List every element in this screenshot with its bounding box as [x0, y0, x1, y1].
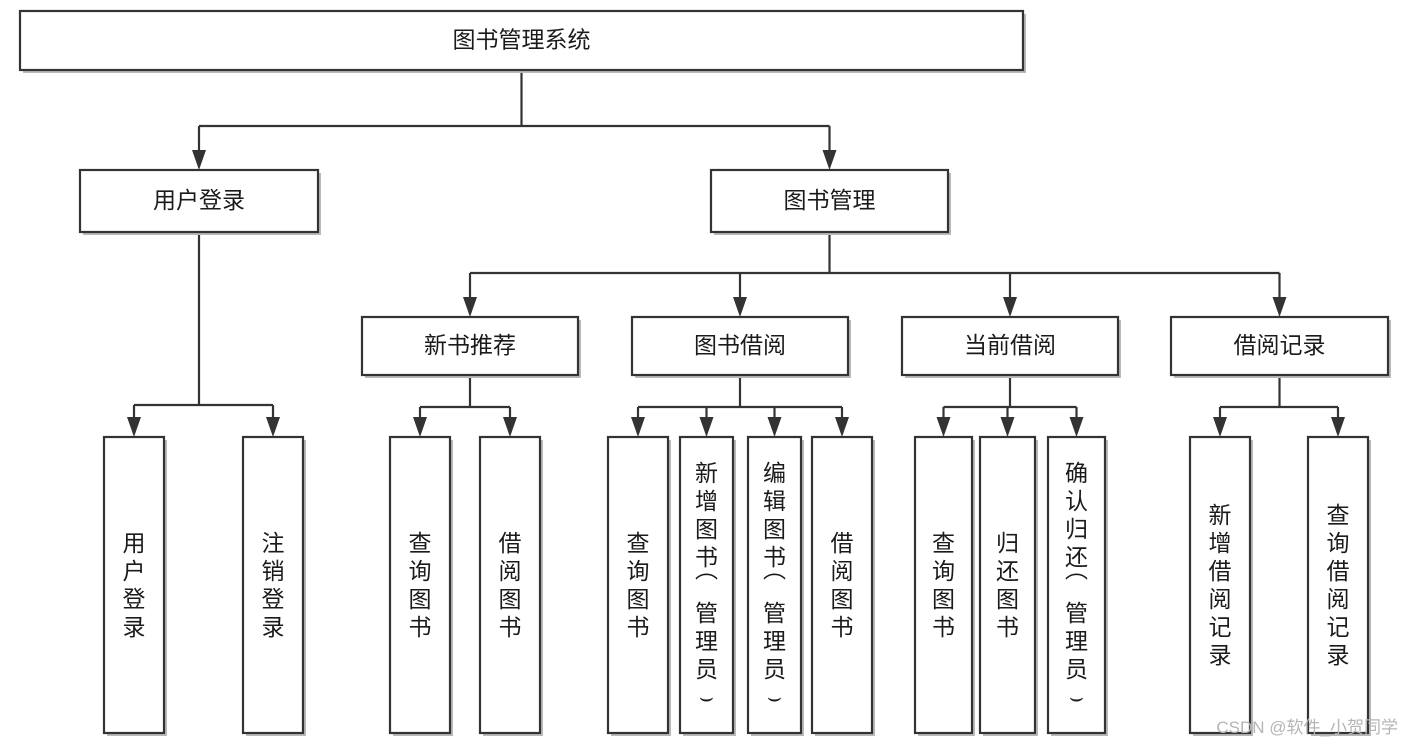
edge-arrowhead: [767, 417, 782, 437]
edge-arrowhead: [266, 417, 280, 437]
node-label: 查询图书: [627, 530, 650, 640]
node-leaf-query-book-3[interactable]: 查询图书: [913, 435, 975, 736]
node-new-book-recommend[interactable]: 新书推荐: [360, 315, 581, 378]
node-rect[interactable]: [606, 435, 670, 735]
node-rect[interactable]: [1169, 315, 1390, 377]
node-rect[interactable]: [630, 315, 850, 377]
node-leaf-edit-book[interactable]: 编辑图书⌒管理员⌣: [746, 435, 804, 736]
watermark-label: CSDN @软件_小贺同学: [1216, 718, 1398, 737]
edge-arrowhead: [1000, 417, 1015, 437]
node-label: 归还图书: [996, 530, 1019, 640]
node-label: 图书管理系统: [453, 27, 591, 53]
node-label: 图书借阅: [694, 332, 786, 358]
edge-arrowhead: [1213, 417, 1227, 437]
node-rect[interactable]: [1306, 435, 1370, 735]
node-rect[interactable]: [678, 435, 735, 735]
node-rect[interactable]: [478, 435, 542, 735]
edge-arrowhead: [463, 297, 477, 317]
node-rect[interactable]: [709, 168, 950, 234]
node-rect[interactable]: [810, 435, 874, 735]
node-leaf-query-book-1[interactable]: 查询图书: [388, 435, 453, 736]
node-label: 确认归还⌒管理员⌣: [1065, 460, 1088, 710]
node-user-login[interactable]: 用户登录: [78, 168, 321, 235]
node-label: 注销登录: [262, 530, 285, 640]
node-label: 新增图书⌒管理员⌣: [695, 460, 718, 710]
node-rect[interactable]: [1188, 435, 1252, 735]
node-rect[interactable]: [360, 315, 580, 377]
node-borrow-record[interactable]: 借阅记录: [1169, 315, 1391, 378]
edge-arrowhead: [1003, 297, 1017, 317]
edge-arrowhead: [503, 417, 517, 437]
edge-arrowhead: [733, 297, 747, 317]
node-leaf-user-login[interactable]: 用户登录: [102, 435, 167, 736]
node-rect[interactable]: [78, 168, 320, 234]
node-rect[interactable]: [18, 9, 1025, 72]
node-label: 查询借阅记录: [1327, 502, 1350, 668]
node-leaf-user-logout[interactable]: 注销登录: [241, 435, 306, 736]
edge-arrowhead: [413, 417, 427, 437]
node-rect[interactable]: [1046, 435, 1107, 735]
node-label: 借阅图书: [831, 530, 854, 640]
edge-arrowhead: [1069, 417, 1084, 437]
edge-arrowhead: [835, 417, 849, 437]
node-rect[interactable]: [102, 435, 166, 735]
node-label: 当前借阅: [964, 332, 1056, 358]
node-leaf-query-book-2[interactable]: 查询图书: [606, 435, 671, 736]
node-label: 新书推荐: [424, 332, 516, 358]
node-rect[interactable]: [746, 435, 803, 735]
edge-arrowhead: [1272, 297, 1287, 317]
node-leaf-confirm-return[interactable]: 确认归还⌒管理员⌣: [1046, 435, 1108, 736]
node-rect[interactable]: [978, 435, 1037, 735]
node-rect[interactable]: [900, 315, 1120, 377]
node-label: 借阅图书: [499, 530, 522, 640]
node-leaf-borrow-book-2[interactable]: 借阅图书: [810, 435, 875, 736]
node-leaf-return-book[interactable]: 归还图书: [978, 435, 1038, 736]
node-rect[interactable]: [913, 435, 974, 735]
edge-arrowhead: [936, 417, 951, 437]
edge-arrowhead: [127, 417, 141, 437]
node-leaf-add-record[interactable]: 新增借阅记录: [1188, 435, 1253, 736]
node-label: 编辑图书⌒管理员⌣: [763, 460, 786, 710]
node-rect[interactable]: [388, 435, 452, 735]
nodes-layer: 图书管理系统用户登录用户登录注销登录图书管理新书推荐查询图书借阅图书图书借阅查询…: [18, 9, 1391, 736]
node-leaf-add-book[interactable]: 新增图书⌒管理员⌣: [678, 435, 736, 736]
edge-arrowhead: [822, 150, 837, 170]
node-label: 查询图书: [932, 530, 955, 640]
node-leaf-query-record[interactable]: 查询借阅记录: [1306, 435, 1371, 736]
node-book-manage[interactable]: 图书管理: [709, 168, 951, 235]
node-label: 用户登录: [123, 530, 146, 640]
node-rect[interactable]: [241, 435, 305, 735]
node-root[interactable]: 图书管理系统: [18, 9, 1026, 73]
node-book-borrow[interactable]: 图书借阅: [630, 315, 851, 378]
edge-arrowhead: [1331, 417, 1345, 437]
node-label: 查询图书: [409, 530, 432, 640]
node-label: 用户登录: [153, 187, 245, 213]
node-leaf-borrow-book-1[interactable]: 借阅图书: [478, 435, 543, 736]
node-label: 新增借阅记录: [1209, 502, 1232, 668]
edges-layer: [127, 70, 1345, 437]
node-label: 借阅记录: [1234, 332, 1326, 358]
node-current-borrow[interactable]: 当前借阅: [900, 315, 1121, 378]
edge-arrowhead: [631, 417, 645, 437]
edge-arrowhead: [699, 417, 714, 437]
node-label: 图书管理: [784, 187, 876, 213]
edge-arrowhead: [192, 150, 206, 170]
